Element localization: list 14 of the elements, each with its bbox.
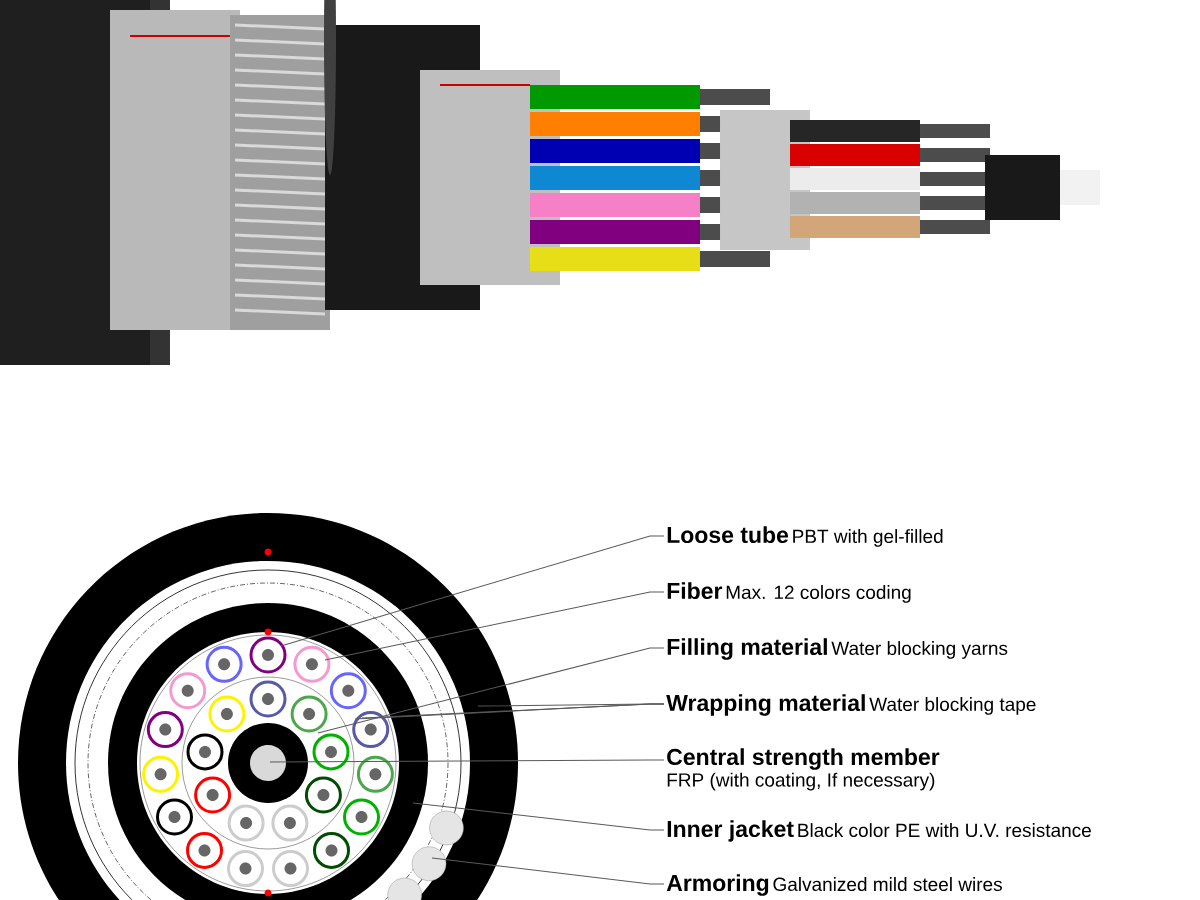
part-label: Filling material Water blocking yarns xyxy=(667,638,1008,660)
part-label: Inner jacket Black color PE with U.V. resistance xyxy=(667,820,1091,842)
leader-line xyxy=(269,759,665,763)
leader-line xyxy=(317,647,665,734)
part-label: Fiber Max. 12 colors coding xyxy=(667,582,911,603)
leader-line xyxy=(431,857,665,885)
leader-line xyxy=(324,591,665,661)
leader-line xyxy=(412,802,665,831)
leader-line xyxy=(280,535,665,647)
part-label: Loose tube PBT with gel-filled xyxy=(667,526,943,547)
leader-line xyxy=(477,703,665,707)
part-label: Central strength member FRP (with coating, If necessary) xyxy=(667,748,940,791)
part-label: Armoring Galvanized mild steel wires xyxy=(666,874,1002,896)
part-label: Wrapping material Water blocking tape xyxy=(666,694,1036,716)
